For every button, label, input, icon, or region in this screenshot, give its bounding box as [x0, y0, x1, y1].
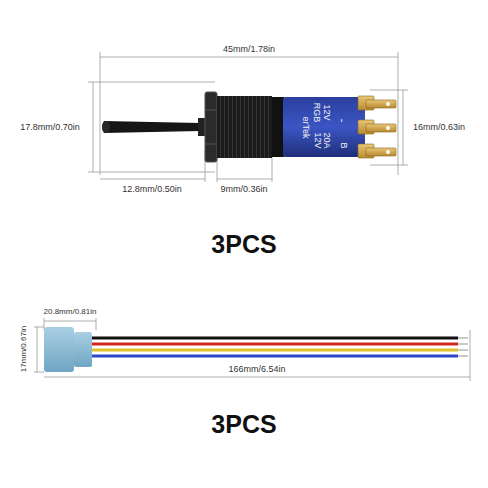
dimension: 9mm/0.36in: [218, 185, 269, 194]
quantity: 3PCS: [211, 232, 276, 257]
dimension: 16mm/0.63in: [411, 123, 467, 132]
body-marking: erTek: [300, 116, 309, 138]
body-marking: B: [338, 142, 347, 148]
dimension: 17mm/0.67in: [20, 326, 28, 372]
dimension: 166mm/6.54in: [226, 365, 287, 374]
body-marking: 12V: [312, 132, 321, 148]
quantity: 3PCS: [211, 412, 276, 437]
body-marking: RGB: [312, 102, 321, 122]
body-marking: -: [337, 118, 348, 122]
body-marking: 20A: [321, 132, 330, 148]
dimension: 17.8mm/0.70in: [18, 123, 82, 132]
dimension: 12.8mm/0.50in: [120, 185, 184, 194]
body-marking: 12V: [321, 104, 330, 120]
dimension: 45mm/1.78in: [221, 45, 277, 54]
dimension: 20.8mm/0.81in: [42, 308, 99, 316]
